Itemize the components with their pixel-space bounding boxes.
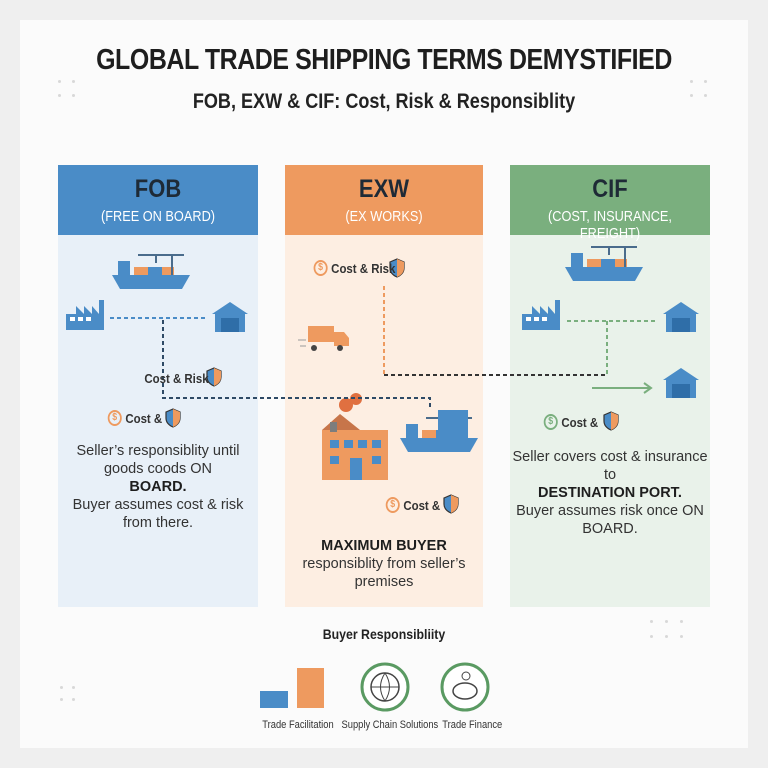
cif-cost-shield-icon [603,411,619,431]
cif-desc-2: Buyer assumes risk once ON BOARD. [516,503,704,537]
truck-icon [298,326,349,351]
exw-title: EXW [358,175,410,203]
cif-subtitle: (COST, INSURANCE, FREIGHT) [548,208,672,242]
exw-cost-shield-icon [443,494,459,514]
exw-subtitle: (EX WORKS) [345,208,423,225]
dollar-icon: $ [107,410,122,426]
fob-header: FOB (FREE ON BOARD) [58,165,258,235]
fob-desc-2: Buyer assumes cost & risk from there. [72,497,244,531]
exw-desc-2: responsiblity from seller’s premises [302,556,466,590]
page-title: GLOBAL TRADE SHIPPING TERMS DEMYSTIFIED [96,44,672,76]
cif-destination-warehouse-icon [663,368,699,398]
dollar-icon: $ [385,497,400,513]
dollar-icon: $ [543,414,558,430]
fob-description: Seller’s responsiblity until goods coods… [58,442,258,532]
cif-cost-text: Cost & [561,414,599,430]
fob-warehouse-icon [212,302,248,332]
cif-description: Seller covers cost & insurance to DESTINA… [510,448,710,538]
cif-warehouse-icon [663,302,699,332]
cif-desc-1: Seller covers cost & insurance to [512,449,708,483]
fob-cost-risk-text: Cost & Risk [144,371,209,386]
fob-desc-1: Seller’s responsiblity until goods coods… [76,443,240,477]
footer-heading: Buyer Responsibliity [322,626,446,642]
fob-title: FOB [134,175,182,203]
fob-cost-text: Cost & [125,410,163,426]
exw-cost-text: Cost & [403,497,441,513]
fob-shield-icon [206,367,222,387]
footer-label-trade-finance: Trade Finance [442,719,503,731]
dollar-icon: $ [313,260,328,276]
cif-factory-icon [522,300,560,330]
exw-cost-label: $Cost & [385,497,441,513]
fob-cost-risk-label: Cost & Risk [144,371,208,386]
page-subtitle: FOB, EXW & CIF: Cost, Risk & Responsibli… [192,90,576,113]
exw-cost-risk-text: Cost & Risk [331,260,396,276]
exw-cost-risk-label: $Cost & Risk [313,260,396,276]
fob-ship-icon [111,254,191,290]
cif-cost-label: $Cost & [543,414,599,430]
footer-label-supply-chain: Supply Chain Solutions [341,719,439,731]
exw-factory-icon [322,393,388,480]
fob-cost-label: $Cost & [107,410,163,426]
fob-column: FOB (FREE ON BOARD) [58,165,258,607]
cif-ship-icon [564,246,644,282]
exw-description: MAXIMUM BUYER responsiblity from seller’s… [285,537,483,591]
fob-desc-bold: BOARD. [129,479,187,495]
exw-port-icon [399,410,479,453]
exw-column: EXW (EX WORKS) [285,165,483,607]
footer-label-trade-facilitation: Trade Facilitation [262,719,334,731]
exw-header: EXW (EX WORKS) [285,165,483,235]
exw-desc-bold: MAXIMUM BUYER [321,538,447,554]
fob-factory-icon [66,300,104,330]
fob-cost-shield-icon [165,408,181,428]
cif-desc-bold: DESTINATION PORT. [538,485,682,501]
cif-title: CIF [592,175,628,203]
cif-header: CIF (COST, INSURANCE, FREIGHT) [510,165,710,242]
fob-subtitle: (FREE ON BOARD) [100,208,216,225]
